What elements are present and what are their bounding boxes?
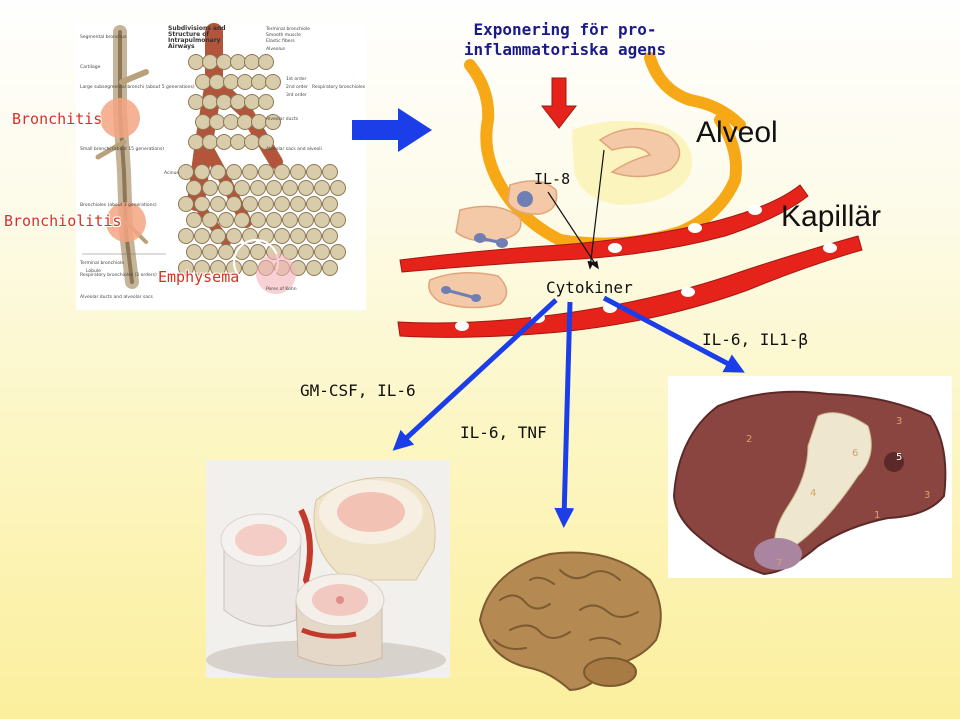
atlas-note: Alveolar ducts (266, 116, 299, 122)
atlas-side-label: Lobule (86, 268, 101, 274)
atlas-note: 1st order (286, 76, 307, 82)
liver-number: 3 (924, 490, 930, 501)
alveolar-cell (455, 205, 522, 242)
atlas-note: Alveolar ducts and alveolar sacs (80, 294, 153, 300)
alveoli-cluster (178, 54, 346, 276)
brain-image (478, 551, 662, 692)
atlas-note: Small bronchi (about 15 generations) (80, 146, 164, 152)
atlas-note: Bronchioles (about 3 generations) (80, 202, 157, 208)
liver-number: 7 (776, 558, 782, 569)
title-line: inflammatoriska agens (463, 40, 667, 59)
liver-number: 3 (896, 416, 902, 427)
capillary-upper (399, 184, 809, 273)
label-emphysema: Emphysema (158, 268, 240, 286)
atlas-note: Smooth muscle (266, 32, 301, 38)
alveolus-wall (464, 52, 746, 250)
atlas-note: Large subsegmental bronchi (about 5 gene… (80, 84, 195, 90)
atlas-note: Cartilage (80, 64, 101, 70)
liver-number: 5 (896, 452, 902, 463)
atlas-note: Respiratory bronchioles (312, 84, 366, 90)
label-il6-il1b: IL-6, IL1-β (702, 330, 808, 349)
arrow-to-liver (602, 295, 745, 373)
atlas-note: Pores of Kohn (266, 286, 297, 292)
label-alveol: Alveol (696, 116, 778, 149)
page-title: Exponering för pro- inflammatoriska agen… (440, 20, 690, 60)
atlas-note: Respiratory bronchioles (3 orders) (80, 272, 157, 278)
atlas-note: Alveolus (266, 46, 286, 52)
liver-number: 4 (810, 488, 816, 499)
label-gmcsf-il6: GM-CSF, IL-6 (300, 381, 416, 400)
exposure-arrow (540, 77, 578, 129)
atlas-note: Terminal bronchiole (265, 26, 310, 32)
atlas-note: Terminal bronchiole (79, 260, 124, 266)
label-il8: IL-8 (534, 170, 571, 188)
liver-number: 2 (746, 434, 752, 445)
label-cytokiner: Cytokiner (546, 278, 633, 297)
arrow-to-bone-marrow (392, 298, 558, 451)
liver-image: 2 3 6 5 4 3 1 7 (668, 376, 952, 578)
bone-marrow-image (206, 460, 450, 678)
atlas-side-label: Acinus (164, 170, 179, 176)
liver-number: 6 (852, 448, 858, 459)
label-il6-tnf: IL-6, TNF (460, 423, 547, 442)
atlas-note: Alveolar sacs and alveoli (266, 146, 322, 152)
label-bronchiolitis: Bronchiolitis (4, 212, 122, 230)
atlas-note: Segmental bronchus (80, 34, 127, 40)
atlas-note: 3rd order (286, 92, 307, 98)
atlas-note: 2nd order (286, 84, 308, 90)
atlas-note: Elastic fibers (266, 38, 295, 44)
label-kapillar: Kapillär (781, 200, 882, 233)
pointer-arrow-right (352, 108, 432, 152)
label-bronchitis: Bronchitis (12, 110, 103, 128)
capillary-lower (397, 235, 863, 338)
title-line: Exponering för pro- (473, 20, 657, 39)
arrow-to-brain (554, 301, 575, 528)
liver-number: 1 (874, 510, 880, 521)
